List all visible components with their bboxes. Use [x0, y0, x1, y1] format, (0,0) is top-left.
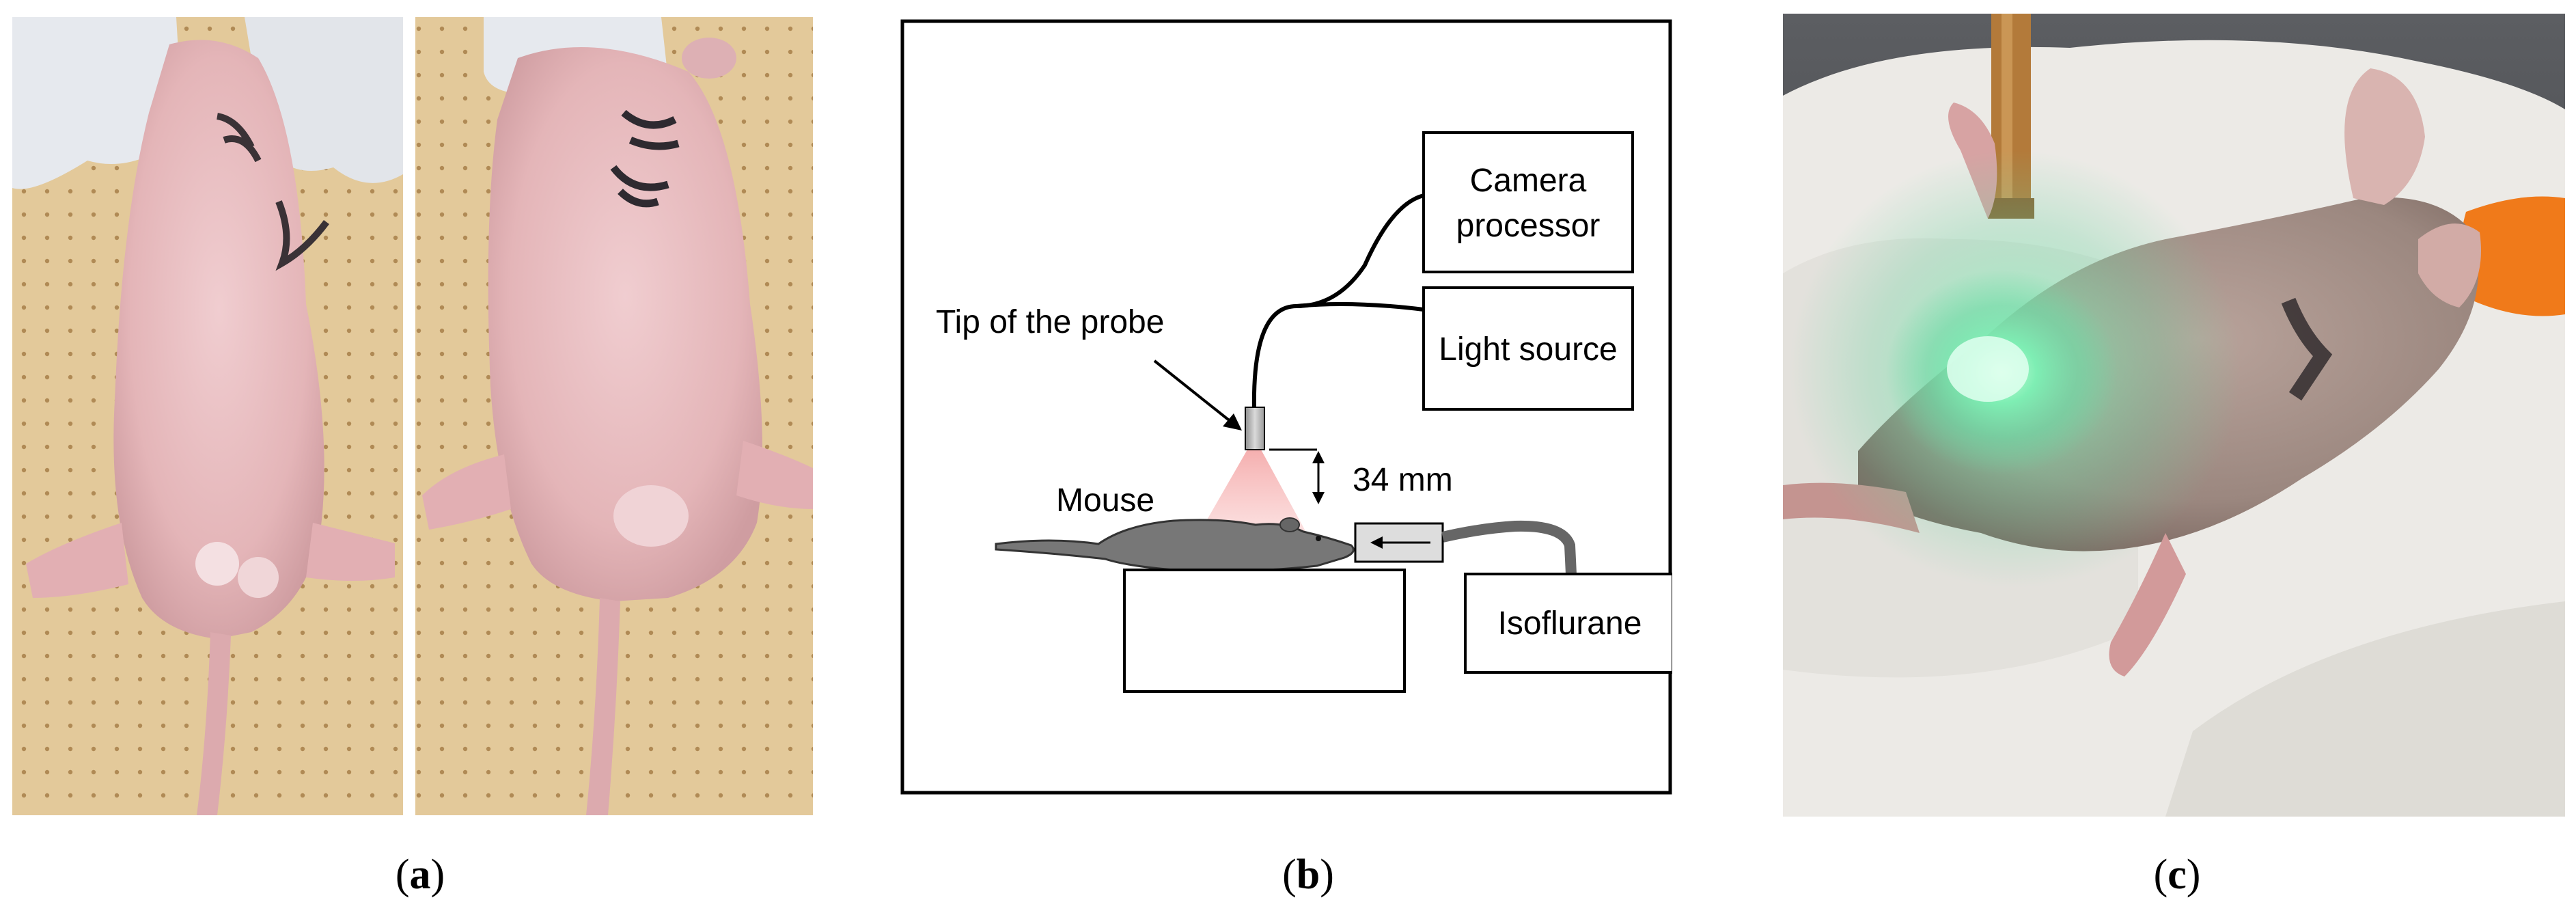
cable-to-camera [1251, 193, 1424, 411]
isoflurane-box [1464, 573, 1672, 674]
nose-cone-orange [2461, 196, 2565, 316]
isoflurane-tube [1441, 520, 1577, 575]
tip-arrow-head [1223, 413, 1242, 431]
illumination-beam [1195, 450, 1310, 540]
panel-c-photo [1783, 14, 2565, 817]
tip-of-probe-label: Tip of the probe [936, 304, 1164, 340]
distance-arrow-down [1312, 492, 1325, 504]
mouse-photo-left [12, 17, 403, 815]
gas-flow-arrow-head [1370, 536, 1383, 549]
mouse-label: Mouse [1056, 482, 1154, 519]
stage-box [1123, 569, 1406, 693]
mouse-photo-right [415, 17, 813, 815]
panel-b-diagram: Camera processor Light source Tip of the… [900, 19, 1672, 795]
panel-a-photos [12, 17, 813, 815]
panel-c-caption: (c) [2153, 851, 2201, 898]
panel-a-caption: (a) [395, 851, 445, 898]
tip-arrow-line [1153, 359, 1233, 424]
panel-b-caption: (b) [1282, 851, 1334, 898]
camera-processor-label-2: processor [1456, 208, 1601, 244]
probe-tip [1245, 407, 1265, 450]
mouse-silhouette [995, 517, 1355, 573]
distance-label: 34 mm [1353, 462, 1453, 498]
camera-processor-label-1: Camera [1470, 163, 1587, 199]
distance-arrow-up [1312, 451, 1325, 463]
light-source-box [1422, 286, 1634, 411]
light-source-label: Light source [1439, 331, 1618, 368]
camera-processor-box [1422, 131, 1634, 273]
isoflurane-label: Isoflurane [1498, 605, 1642, 642]
cable-to-light [1296, 301, 1424, 312]
